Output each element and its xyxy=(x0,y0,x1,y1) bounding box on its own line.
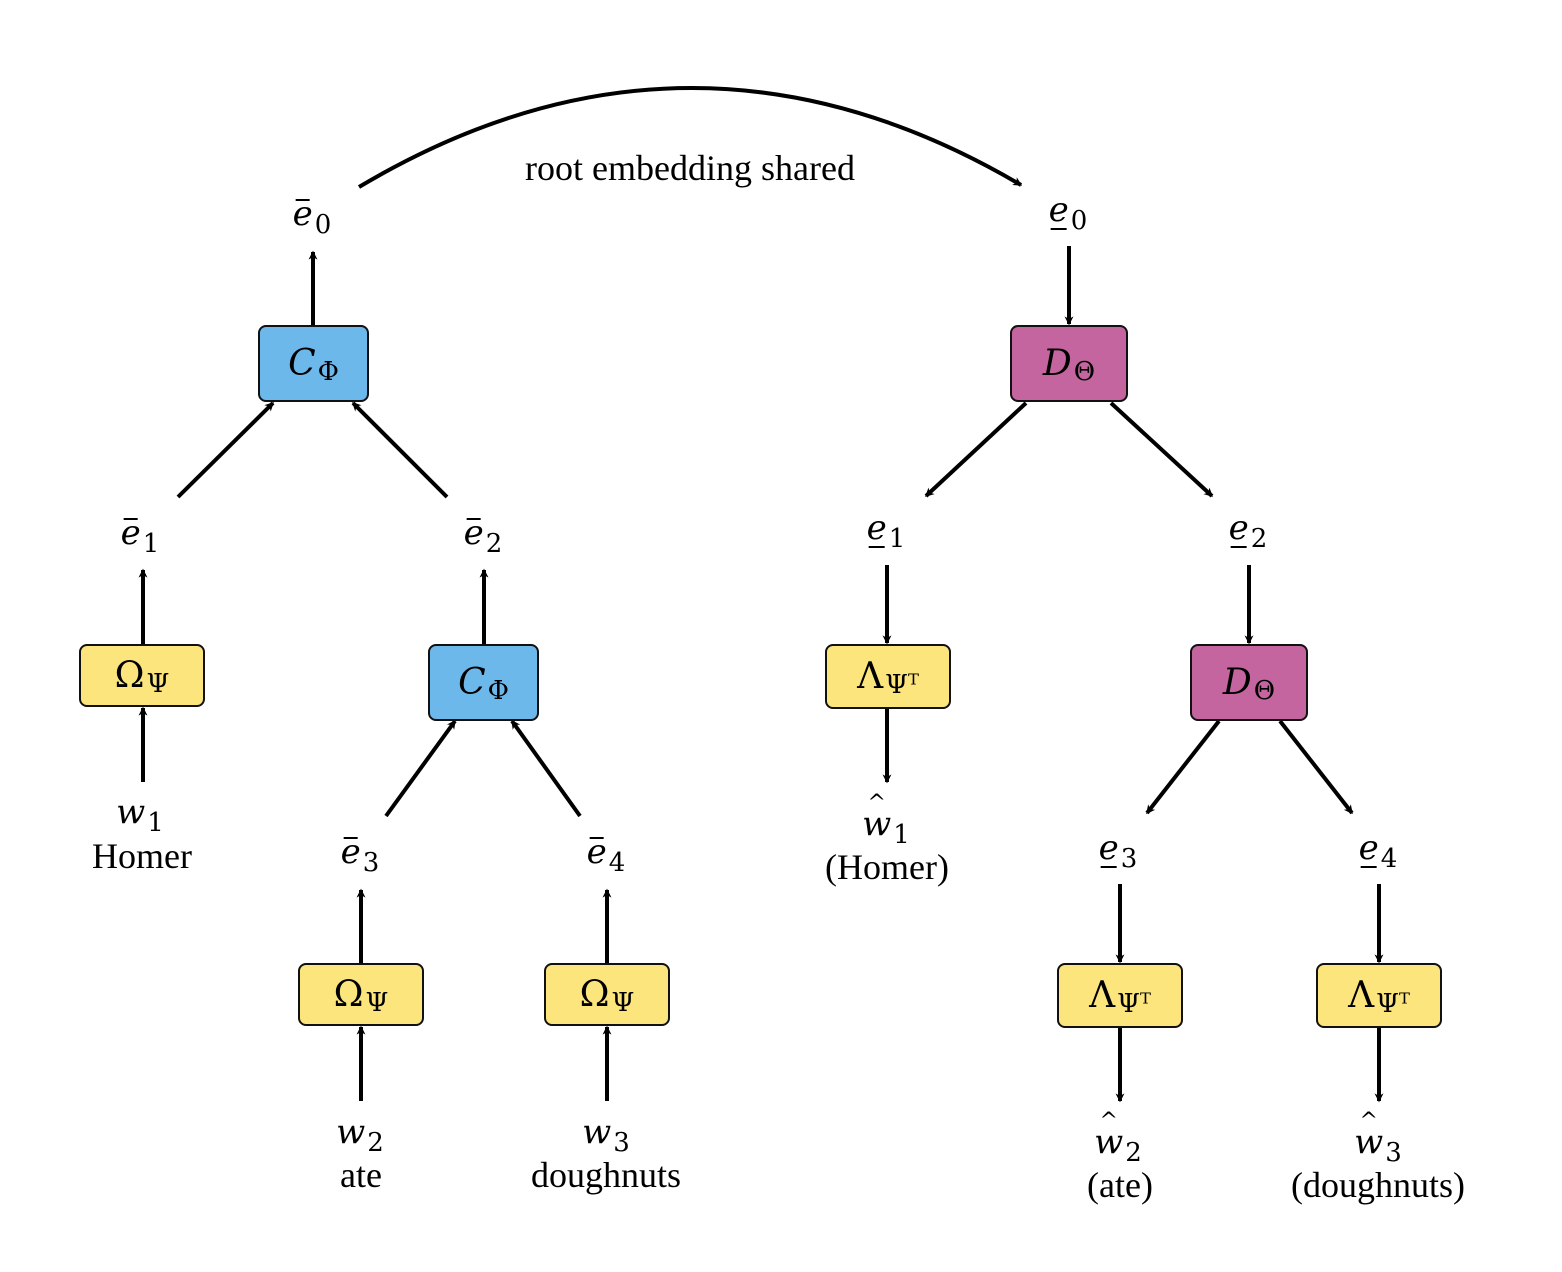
dec-node-e3: e3 xyxy=(1098,828,1138,872)
enc-input-w3-index: 3 xyxy=(613,1128,630,1158)
dec-node-e2-index: 2 xyxy=(1250,524,1268,554)
dec-output-w1: w1 xyxy=(862,807,910,848)
decode-leaf-subscript: Ψᵀ xyxy=(885,669,919,700)
enc-node-e2-index: 2 xyxy=(485,529,503,559)
edge-dec-d_root-to-dec-e2 xyxy=(1109,401,1214,498)
enc-node-e1-index: 1 xyxy=(142,529,160,559)
edge-enc-e1-to-enc-c_root xyxy=(176,401,275,499)
shared-root-embedding-arrow xyxy=(357,86,1023,189)
enc-input-w3-word: doughnuts xyxy=(530,1155,682,1195)
dec-output-w2: w2 xyxy=(1094,1125,1142,1166)
dec-output-w3-var: w xyxy=(1354,1125,1383,1159)
enc-input-w2-word: ate xyxy=(340,1155,382,1195)
enc-node-e0: e0 xyxy=(292,194,332,238)
decode-leaf-symbol: Λ xyxy=(1348,975,1375,1016)
enc-node-e0-base: e xyxy=(292,194,313,234)
enc-node-e4-index: 4 xyxy=(608,848,626,878)
edge-dec-d_mid-to-dec-e4 xyxy=(1278,719,1354,815)
embed-subscript: Ψ xyxy=(611,987,635,1018)
composer-subscript: Φ xyxy=(317,356,339,387)
decoder-subscript: Θ xyxy=(1253,675,1276,706)
embed-symbol: Ω xyxy=(333,974,364,1015)
enc-input-w1: w1 xyxy=(116,792,164,836)
edge-enc-e2-to-enc-c_root xyxy=(351,401,449,499)
decoder-symbol: D xyxy=(1042,343,1072,384)
dec-node-e3-index: 3 xyxy=(1120,844,1138,874)
dec-node-e0-base: e xyxy=(1048,190,1069,230)
dec-node-e4: e4 xyxy=(1358,828,1398,872)
enc-input-w1-var: w xyxy=(116,792,146,832)
dec-output-w3-word: (doughnuts) xyxy=(1291,1165,1465,1205)
decoder-subscript: Θ xyxy=(1073,356,1096,387)
embed-symbol: Ω xyxy=(579,974,610,1015)
dec-output-w3-index: 3 xyxy=(1385,1138,1402,1168)
dec-output-w2-word: (ate) xyxy=(1087,1165,1153,1205)
dec-node-e1-base: e xyxy=(866,508,887,548)
decode-leaf-subscript: Ψᵀ xyxy=(1117,988,1151,1019)
dec-node-e0-index: 0 xyxy=(1070,206,1088,236)
dec-node-e4-base: e xyxy=(1358,828,1379,868)
enc-input-w2: w2 xyxy=(336,1112,384,1156)
enc-input-w1-word: Homer xyxy=(92,836,192,876)
enc-node-e2: e2 xyxy=(463,513,503,557)
dec-node-e4-index: 4 xyxy=(1380,844,1398,874)
dec-output-w1-var: w xyxy=(862,807,891,841)
shared-edge-label: root embedding shared xyxy=(525,148,855,188)
embed-symbol: Ω xyxy=(114,655,145,696)
enc-node-e3: e3 xyxy=(340,832,380,876)
enc-input-w2-var: w xyxy=(336,1112,366,1152)
dec-node-e0: e0 xyxy=(1048,190,1088,234)
dec-output-w1-word: (Homer) xyxy=(825,847,949,887)
dec-node-e2-base: e xyxy=(1228,508,1249,548)
enc-node-e1: e1 xyxy=(120,513,160,557)
dec-output-w2-index: 2 xyxy=(1125,1138,1142,1168)
enc-node-e4: e4 xyxy=(586,832,626,876)
edge-dec-d_mid-to-dec-e3 xyxy=(1145,719,1221,815)
embed-subscript: Ψ xyxy=(365,987,389,1018)
enc-node-e3-index: 3 xyxy=(362,848,380,878)
enc-input-w1-index: 1 xyxy=(147,808,164,838)
enc-input-w3: w3 xyxy=(582,1112,630,1156)
dec-node-e3-base: e xyxy=(1098,828,1119,868)
enc-node-e1-base: e xyxy=(120,513,141,553)
decode-leaf-symbol: Λ xyxy=(857,656,884,697)
enc-input-w2-index: 2 xyxy=(367,1128,384,1158)
enc-node-e4-base: e xyxy=(586,832,607,872)
decode-leaf-subscript: Ψᵀ xyxy=(1376,988,1410,1019)
composer-symbol: C xyxy=(458,662,486,703)
composer-symbol: C xyxy=(288,343,316,384)
dec-output-w3: w3 xyxy=(1354,1125,1402,1166)
enc-node-e2-base: e xyxy=(463,513,484,553)
dec-node-e1: e1 xyxy=(866,508,906,552)
dec-output-w2-var: w xyxy=(1094,1125,1123,1159)
decoder-symbol: D xyxy=(1222,662,1252,703)
edge-dec-d_root-to-dec-e1 xyxy=(924,401,1028,498)
decode-leaf-symbol: Λ xyxy=(1089,975,1116,1016)
enc-node-e0-index: 0 xyxy=(314,210,332,240)
enc-node-e3-base: e xyxy=(340,832,361,872)
edge-enc-e4-to-enc-c_mid xyxy=(510,719,582,818)
composer-subscript: Φ xyxy=(487,675,509,706)
dec-node-e1-index: 1 xyxy=(888,524,906,554)
enc-input-w3-var: w xyxy=(582,1112,612,1152)
dec-output-w1-index: 1 xyxy=(893,820,910,850)
dec-node-e2: e2 xyxy=(1228,508,1268,552)
edge-enc-e3-to-enc-c_mid xyxy=(384,719,457,818)
embed-subscript: Ψ xyxy=(146,668,170,699)
edges xyxy=(138,86,1384,1103)
